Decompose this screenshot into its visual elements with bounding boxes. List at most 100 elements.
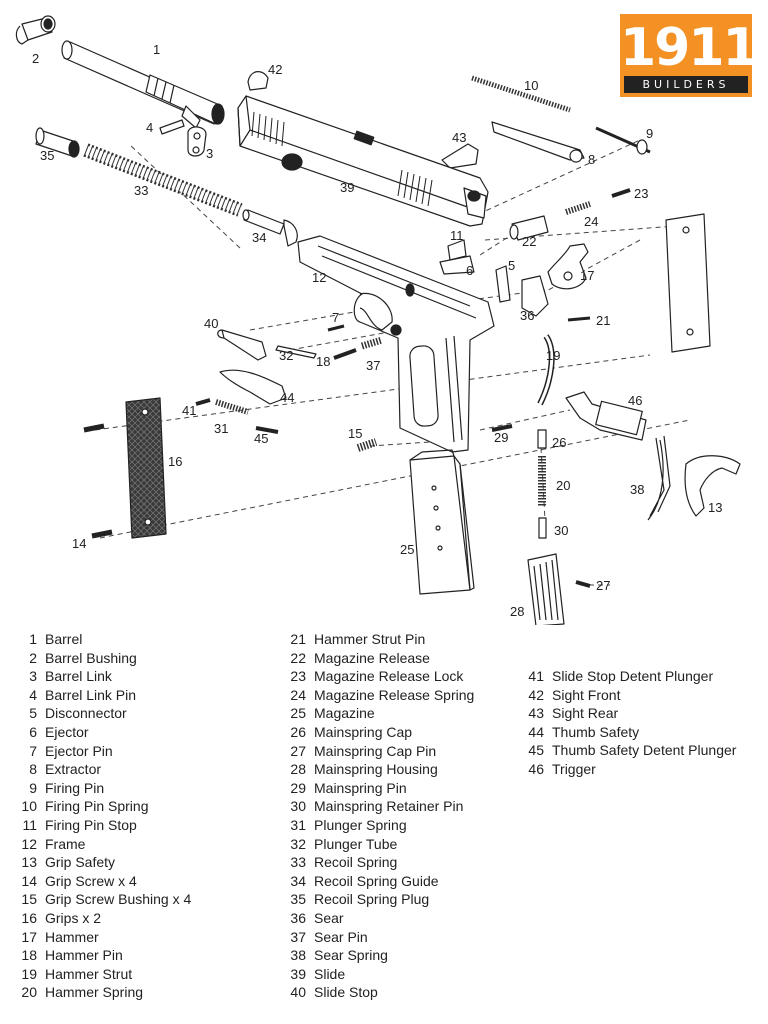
callout-31: 31 <box>214 421 228 436</box>
legend-part-name: Barrel Link <box>45 668 112 685</box>
legend-part-number: 1 <box>29 631 37 647</box>
legend-part-number: 30 <box>290 798 306 815</box>
legend-part-number: 22 <box>290 649 306 666</box>
legend-item: 19 Hammer Strut <box>15 965 191 984</box>
legend-part-number: 26 <box>290 723 306 740</box>
legend-part-number: 8 <box>29 761 37 778</box>
legend-part-number: 5 <box>29 705 37 722</box>
legend-part-number: 17 <box>21 928 37 945</box>
legend-part-name: Hammer Spring <box>45 984 144 1001</box>
logo-subtitle: BUILDERS <box>642 78 730 91</box>
legend-part-name: Hammer Strut <box>45 965 133 982</box>
legend-item: 24 Magazine Release Spring <box>284 686 474 705</box>
callout-1: 1 <box>153 42 160 57</box>
callout-10: 10 <box>524 78 538 93</box>
legend-item: 4 Barrel Link Pin <box>15 686 191 705</box>
callout-43: 43 <box>452 130 466 145</box>
legend-part-name: Frame <box>45 835 86 852</box>
callout-16: 16 <box>168 454 182 469</box>
legend-part-number: 13 <box>21 854 37 871</box>
callout-32: 32 <box>279 348 293 363</box>
callout-23: 23 <box>634 186 648 201</box>
legend-part-number: 7 <box>29 742 37 759</box>
legend-part-number: 19 <box>21 965 37 982</box>
legend-part-name: Sear <box>314 909 344 926</box>
legend-part-name: Sight Front <box>552 686 621 703</box>
callout-13: 13 <box>708 500 722 515</box>
callout-40: 40 <box>204 316 218 331</box>
legend-part-number: 34 <box>290 872 306 889</box>
legend-part-name: Barrel Bushing <box>45 649 137 666</box>
legend-part-number: 14 <box>21 872 37 889</box>
legend-part-name: Mainspring Cap <box>314 723 413 740</box>
callout-33: 33 <box>134 183 148 198</box>
callout-15: 15 <box>348 426 362 441</box>
callout-26: 26 <box>552 435 566 450</box>
legend-part-name: Sight Rear <box>552 705 619 722</box>
legend-item: 7 Ejector Pin <box>15 742 191 761</box>
legend-part-name: Sear Pin <box>314 928 368 945</box>
legend-part-name: Grip Screw Bushing x 4 <box>45 891 192 908</box>
callout-41: 41 <box>182 403 196 418</box>
legend-part-number: 6 <box>29 723 37 740</box>
legend-part-name: Ejector <box>45 723 89 740</box>
legend-part-number: 18 <box>21 947 37 964</box>
legend-part-name: Sear Spring <box>314 947 388 964</box>
legend-part-name: Magazine <box>314 705 375 722</box>
legend-part-number: 35 <box>290 891 306 908</box>
legend-part-name: Mainspring Retainer Pin <box>314 798 464 815</box>
legend-part-name: Barrel Link Pin <box>45 686 137 703</box>
legend-part-number: 23 <box>290 668 306 685</box>
legend-part-name: Mainspring Housing <box>314 761 438 778</box>
legend-part-number: 43 <box>528 705 544 722</box>
legend-part-name: Firing Pin Stop <box>45 816 137 833</box>
legend-part-number: 24 <box>290 686 306 703</box>
legend-part-name: Slide Stop <box>314 984 378 1001</box>
callout-34: 34 <box>252 230 266 245</box>
legend-part-name: Thumb Safety <box>552 723 640 740</box>
legend-part-number: 38 <box>290 947 306 964</box>
legend-item: 43 Sight Rear <box>522 704 736 723</box>
callout-19: 19 <box>546 348 560 363</box>
callout-45: 45 <box>254 431 268 446</box>
callout-28: 28 <box>510 604 524 619</box>
legend-item: 38 Sear Spring <box>284 946 474 965</box>
callout-38: 38 <box>630 482 644 497</box>
legend-part-number: 25 <box>290 705 306 722</box>
legend-part-number: 36 <box>290 909 306 926</box>
callout-5: 5 <box>508 258 515 273</box>
legend-part-name: Firing Pin Spring <box>45 798 149 815</box>
legend-part-number: 11 <box>22 816 37 833</box>
legend-part-name: Magazine Release Spring <box>314 686 475 703</box>
callout-21: 21 <box>596 313 610 328</box>
callout-25: 25 <box>400 542 414 557</box>
legend-part-name: Barrel <box>45 631 83 647</box>
logo-number: 1911 <box>620 18 759 78</box>
callout-30: 30 <box>554 523 568 538</box>
legend-part-number: 4 <box>29 686 37 703</box>
legend-part-name: Recoil Spring Plug <box>314 891 430 908</box>
legend-part-name: Recoil Spring <box>314 854 398 871</box>
legend-part-name: Plunger Spring <box>314 816 407 833</box>
legend-part-name: Ejector Pin <box>45 742 113 759</box>
legend-part-name: Hammer Strut Pin <box>314 631 426 647</box>
